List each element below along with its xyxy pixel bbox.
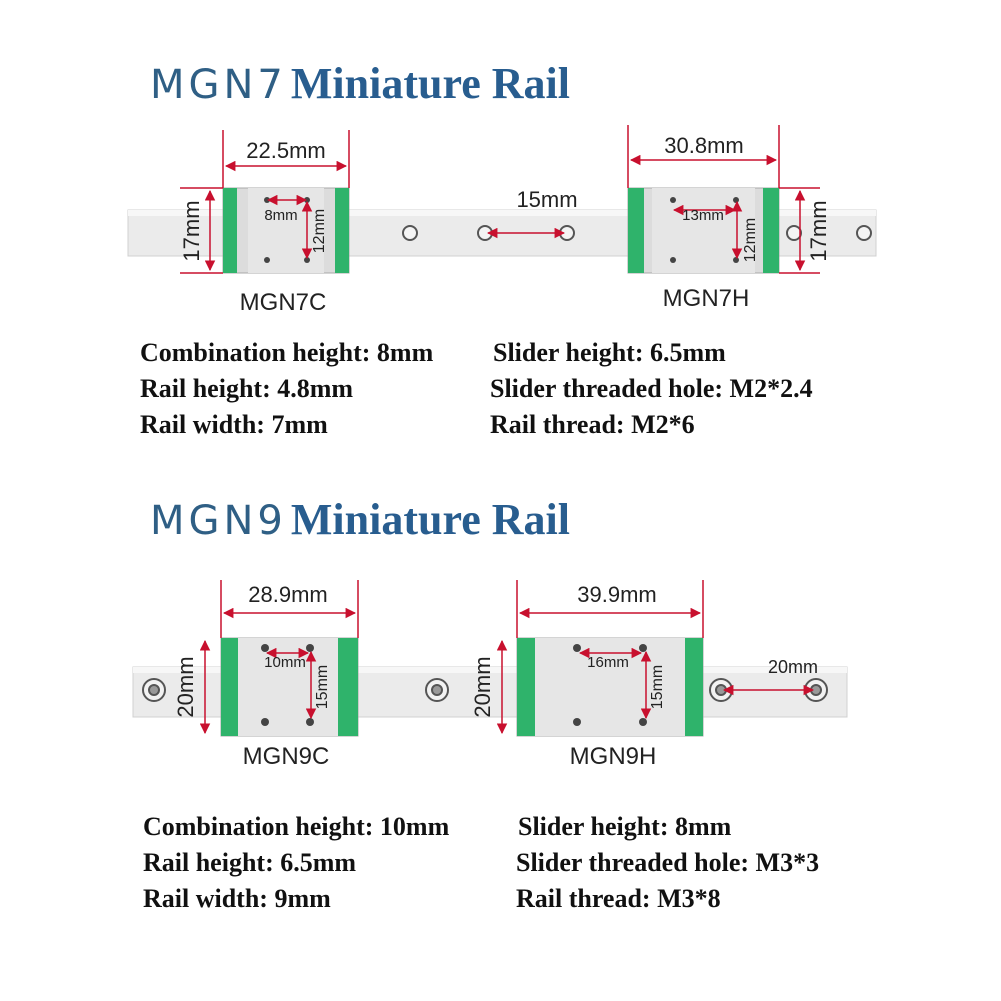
- mgn7-spec-slider-height: Slider height: 6.5mm: [493, 338, 726, 367]
- mgn9c-width-label: 28.9mm: [248, 582, 327, 607]
- mgn7h-width-label: 30.8mm: [664, 133, 743, 158]
- mgn7h-block: [627, 187, 780, 274]
- mgn7-spec-rail-height: Rail height: 4.8mm: [140, 374, 354, 403]
- mgn9-spec-slider-height: Slider height: 8mm: [518, 812, 732, 841]
- mgn7-title: MGN7Miniature Rail: [150, 58, 570, 109]
- mgn9c-block: [220, 637, 359, 737]
- mgn9-title-code: MGN9: [150, 498, 287, 544]
- mgn9c-label: MGN9C: [243, 743, 330, 770]
- mgn7-diagram: 22.5mm 17mm 8mm 12mm 15mm 30.8mm 13mm 12…: [127, 125, 877, 316]
- mgn9-spec-combination-height: Combination height: 10mm: [143, 812, 450, 841]
- mgn7c-hole-y-label: 12mm: [311, 209, 328, 253]
- mgn9h-hole-x-label: 16mm: [587, 654, 629, 671]
- mgn9-title: MGN9Miniature Rail: [150, 494, 570, 545]
- mgn7-title-text: Miniature Rail: [290, 59, 570, 108]
- mgn7-spec-rail-thread: Rail thread: M2*6: [490, 410, 695, 439]
- mgn7h-height-label: 17mm: [806, 200, 831, 261]
- mgn7c-width-label: 22.5mm: [246, 138, 325, 163]
- mgn9c-hole-x-label: 10mm: [264, 654, 306, 671]
- mgn7h-hole-y-label: 12mm: [742, 218, 759, 262]
- mgn9h-hole-y-label: 15mm: [649, 665, 666, 709]
- mgn7-spec-rail-width: Rail width: 7mm: [140, 410, 328, 439]
- mgn9c-height-label: 20mm: [173, 656, 198, 717]
- mgn9-title-text: Miniature Rail: [290, 495, 570, 544]
- mgn7-spec-slider-threaded-hole: Slider threaded hole: M2*2.4: [490, 374, 813, 403]
- mgn9h-width-label: 39.9mm: [577, 582, 656, 607]
- mgn7-spec-combination-height: Combination height: 8mm: [140, 338, 434, 367]
- mgn9-spec-slider-threaded-hole: Slider threaded hole: M3*3: [516, 848, 820, 877]
- mgn9c-hole-y-label: 15mm: [314, 665, 331, 709]
- mgn7c-hole-x-label: 8mm: [264, 207, 297, 224]
- mgn7c-label: MGN7C: [240, 289, 327, 316]
- mgn9-spec-rail-width: Rail width: 9mm: [143, 884, 331, 913]
- mgn9-rail-holes: [142, 678, 828, 702]
- mgn7-pitch-label: 15mm: [516, 187, 577, 212]
- mgn9h-label: MGN9H: [570, 743, 657, 770]
- mgn9-spec-rail-height: Rail height: 6.5mm: [143, 848, 357, 877]
- mgn9-spec-rail-thread: Rail thread: M3*8: [516, 884, 721, 913]
- mgn9-pitch-label: 20mm: [768, 657, 818, 677]
- mgn7h-hole-x-label: 13mm: [682, 207, 724, 224]
- mgn9-diagram: 28.9mm 20mm 10mm 15mm 39.9mm 20mm 16mm 1…: [132, 580, 848, 770]
- mgn7-title-code: MGN7: [150, 62, 287, 108]
- mgn9h-height-label: 20mm: [470, 656, 495, 717]
- mgn7c-height-label: 17mm: [179, 200, 204, 261]
- mgn7h-label: MGN7H: [663, 285, 750, 312]
